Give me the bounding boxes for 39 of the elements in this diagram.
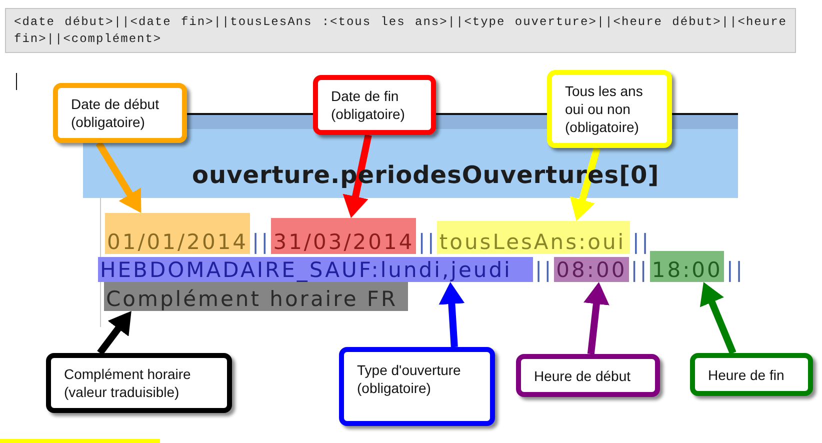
arrow — [96, 141, 142, 214]
callout-box — [313, 75, 436, 135]
callout-text: Heure de début — [534, 366, 632, 384]
callout-box — [53, 83, 187, 143]
text-highlight — [437, 221, 630, 254]
callout-text: Date de fin (obligatoire) — [331, 87, 406, 123]
callout-text: Date de début (obligatoire) — [71, 95, 160, 131]
callout-box — [339, 347, 495, 426]
callout-box — [547, 70, 672, 148]
callout-text: Tous les ans oui ou non (obligatoire) — [565, 82, 644, 136]
field-value: 01/01/2014 — [107, 230, 248, 254]
text-highlight — [271, 218, 416, 254]
code-text: <date début>||<date fin>||tousLesAns :<tous les ans>||<type ouverture>||<heure début>||<heure fin>||<complément> — [14, 14, 787, 48]
field-value: 18:00 — [652, 258, 722, 282]
separator: || — [417, 230, 438, 254]
arrow — [584, 282, 610, 354]
callout-text: Heure de fin — [708, 366, 786, 384]
text-highlight — [104, 282, 408, 311]
separator: || — [725, 258, 746, 282]
callout-box — [516, 354, 660, 397]
arrow — [438, 282, 465, 348]
arrow — [700, 282, 736, 354]
separator: || — [251, 230, 272, 254]
text-highlight — [105, 213, 250, 254]
callout-text: Complément horaire (valeur traduisible) — [64, 365, 192, 401]
field-value: Complément horaire FR — [106, 287, 398, 311]
arrow — [97, 311, 132, 356]
callout-box — [690, 353, 813, 396]
field-value: HEBDOMADAIRE_SAUF:lundi,jeudi — [100, 258, 512, 282]
callout-text: Type d'ouverture (obligatoire) — [357, 361, 462, 397]
separator: || — [534, 258, 554, 282]
separator: || — [630, 258, 650, 282]
field-value: 08:00 — [556, 258, 627, 282]
text-highlight — [650, 251, 724, 282]
separator: || — [631, 230, 652, 254]
field-value: tousLesAns:oui — [439, 230, 626, 254]
field-value: 31/03/2014 — [273, 230, 414, 254]
callout-box — [46, 353, 232, 413]
code-block — [5, 8, 796, 53]
